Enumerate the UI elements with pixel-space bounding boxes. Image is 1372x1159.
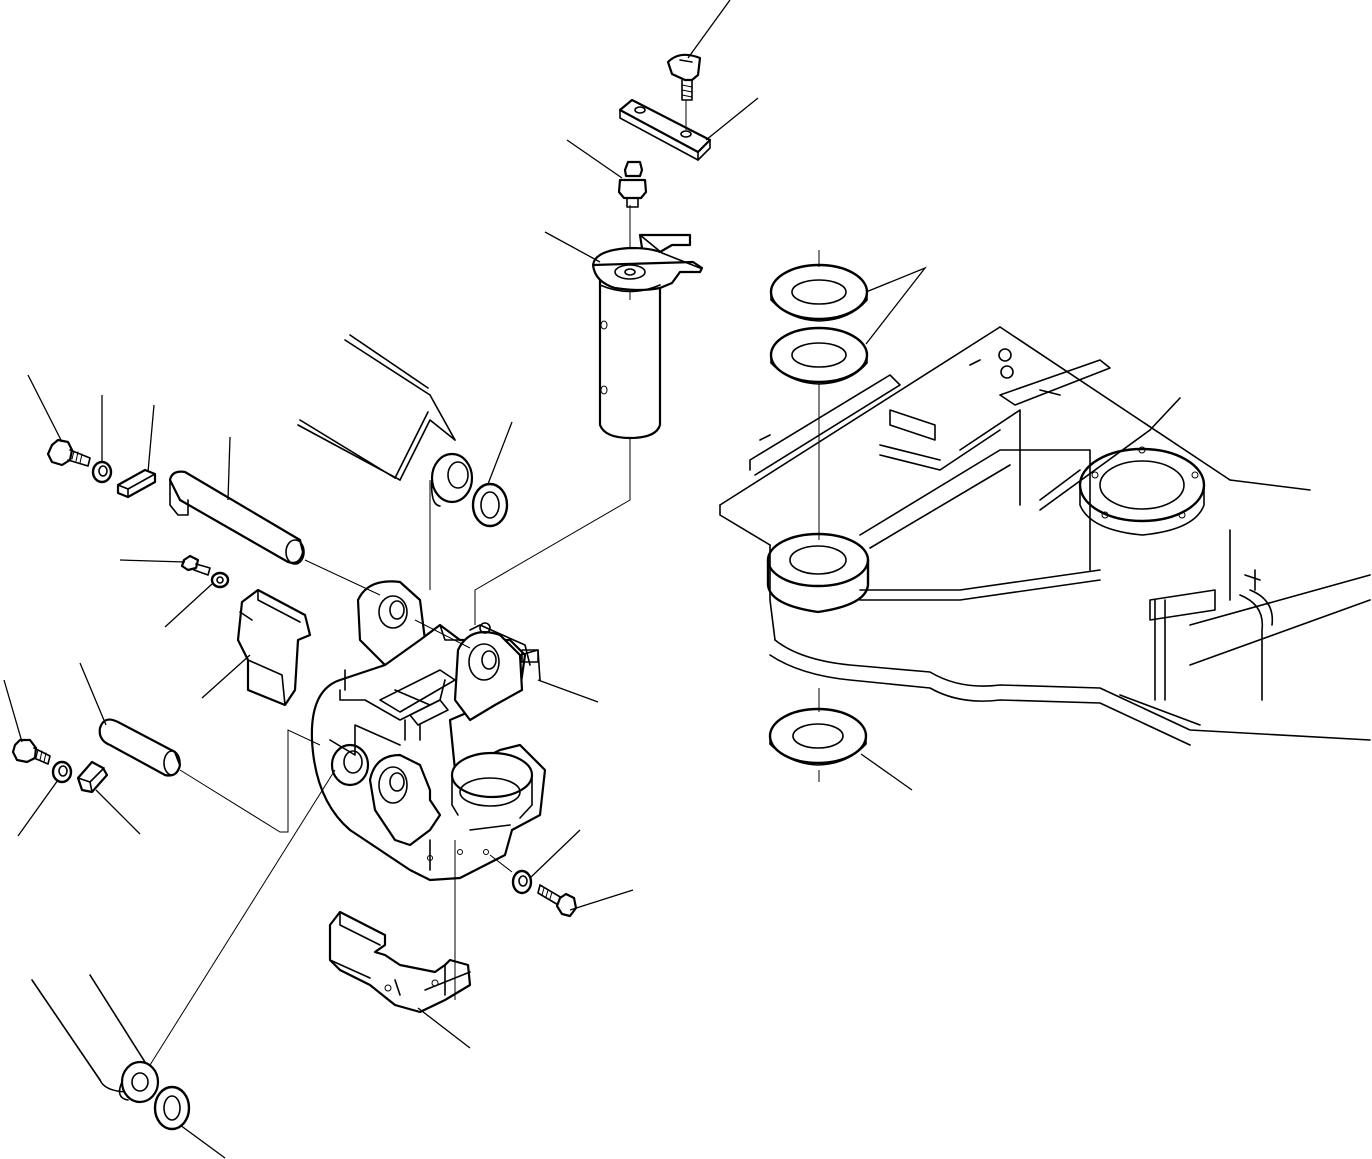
bolt-right [537, 884, 578, 918]
cover-plate-lower [328, 910, 472, 1014]
swing-bracket [310, 580, 547, 882]
bolt-top [666, 53, 702, 101]
leader-line [860, 753, 913, 791]
leader-line [147, 404, 155, 473]
pin-axis-line [474, 205, 631, 625]
leader-line [569, 889, 634, 911]
upper-frame [719, 326, 1371, 746]
washer-right [511, 869, 533, 895]
leader-line [865, 266, 927, 345]
leader-line [164, 583, 213, 628]
leader-line [79, 662, 107, 726]
leader-line [179, 1124, 226, 1159]
leader-line [529, 829, 581, 879]
thrust-washer-middle [769, 326, 869, 385]
lock-plate-left-lower [76, 760, 109, 794]
leader-line [566, 139, 623, 179]
leader-line [687, 0, 731, 59]
upper-pin-axis-line [304, 480, 471, 649]
leader-line [201, 654, 251, 699]
cover-plate-left [236, 588, 312, 707]
leader-line [17, 779, 59, 837]
washer-middle-left [210, 571, 230, 589]
bolt-left-upper [46, 438, 91, 467]
lower-pin-axis-line [179, 729, 321, 833]
lock-plate-left-upper [116, 468, 157, 499]
leader-line [227, 436, 231, 501]
leader-line [537, 679, 599, 703]
bolt-middle-left [180, 554, 211, 576]
grease-fitting [617, 160, 648, 208]
washer-left-upper [91, 460, 113, 484]
leader-line [487, 421, 513, 485]
right-bolt-axis-line [489, 854, 513, 873]
thrust-washer-boom-lower [153, 1085, 191, 1131]
leader-line [95, 789, 141, 835]
thrust-washer-boom-upper [471, 482, 509, 528]
leader-line [119, 559, 186, 563]
boom-foot-pin [168, 470, 305, 565]
cylinder-pin [98, 718, 182, 777]
thrust-washer-upper [769, 263, 869, 322]
leader-line [705, 97, 759, 141]
boom-arm-lower [31, 974, 160, 1104]
boom-arm-upper [297, 334, 474, 507]
bolt-left-lower [11, 738, 51, 765]
callout-leaders [3, 0, 927, 1159]
leader-line [544, 231, 601, 263]
thrust-washer-lower [768, 707, 868, 766]
king-pin [591, 233, 704, 440]
washer-left-lower [51, 760, 73, 784]
leader-line [3, 679, 23, 743]
lock-plate-top [618, 98, 712, 161]
lower-boom-axis-line [149, 769, 336, 1066]
leader-line [417, 1007, 471, 1049]
leader-line [27, 374, 63, 443]
